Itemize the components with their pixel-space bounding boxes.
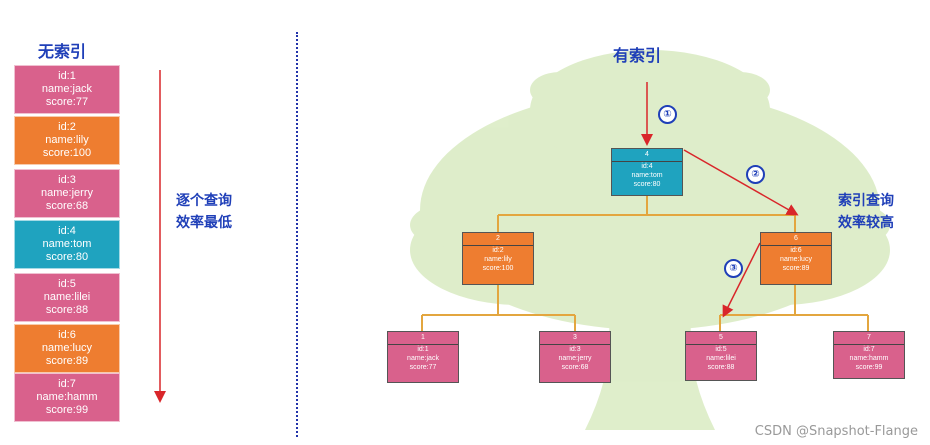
record-name: name:jerry	[41, 187, 93, 199]
node-name: name:tom	[631, 172, 663, 179]
tree-node-root: 4 id:4 name:tom score:80	[611, 148, 683, 196]
node-name: name:jack	[407, 355, 439, 362]
node-score: score:99	[855, 364, 883, 371]
search-arrow-2	[683, 149, 799, 216]
record-name: name:lilei	[43, 291, 91, 303]
node-score: score:68	[561, 364, 589, 371]
node-id: id:3	[569, 346, 581, 353]
node-key: 7	[834, 332, 904, 345]
sequential-note: 逐个查询 效率最低	[176, 190, 232, 234]
node-key: 1	[388, 332, 458, 345]
search-arrow-3	[722, 242, 761, 318]
tree-node-mid-right: 6 id:6 name:lucy score:89	[760, 232, 832, 285]
record-score: score:99	[45, 404, 89, 416]
record-name: name:hamm	[36, 391, 98, 403]
record-id: id:1	[58, 70, 76, 82]
node-name: name:lucy	[780, 256, 812, 263]
node-score: score:89	[782, 265, 810, 272]
index-note-line1: 索引查询	[838, 193, 894, 209]
node-name: name:lily	[484, 256, 512, 263]
node-key: 5	[686, 332, 756, 345]
record-score: score:80	[45, 251, 89, 263]
tree-node-leaf-1: 1 id:1 name:jack score:77	[387, 331, 459, 383]
record-id: id:4	[58, 225, 76, 237]
node-name: name:hamm	[849, 355, 889, 362]
record-score: score:88	[45, 304, 89, 316]
node-key: 2	[463, 233, 533, 246]
tree-node-leaf-3: 3 id:3 name:jerry score:68	[539, 331, 611, 383]
node-score: score:88	[707, 364, 735, 371]
node-id: id:4	[641, 163, 653, 170]
record-score: score:77	[45, 96, 89, 108]
no-index-title: 无索引	[38, 42, 87, 61]
sequential-note-line2: 效率最低	[176, 215, 232, 231]
record-id: id:6	[58, 329, 76, 341]
record-score: score:68	[45, 200, 89, 212]
watermark: CSDN @Snapshot-Flange	[754, 424, 918, 439]
record-name: name:jack	[41, 83, 93, 95]
node-name: name:jerry	[558, 355, 592, 362]
node-score: score:100	[482, 265, 514, 272]
record-name: name:tom	[42, 238, 92, 250]
record-name: name:lily	[45, 134, 89, 146]
with-index-title: 有索引	[613, 46, 662, 65]
tree-node-leaf-5: 5 id:5 name:lilei score:88	[685, 331, 757, 381]
node-id: id:6	[790, 247, 802, 254]
sequential-note-line1: 逐个查询	[176, 193, 232, 209]
node-name: name:lilei	[706, 355, 736, 362]
divider	[296, 32, 298, 437]
record-id: id:7	[58, 378, 76, 390]
index-note: 索引查询 效率较高	[838, 190, 894, 234]
tree-node-mid-left: 2 id:2 name:lily score:100	[462, 232, 534, 285]
node-key: 3	[540, 332, 610, 345]
node-id: id:1	[417, 346, 429, 353]
record-score: score:89	[45, 355, 89, 367]
record-id: id:5	[58, 278, 76, 290]
step-3-marker: ③	[724, 259, 743, 278]
step-1-marker: ①	[658, 105, 677, 124]
record-score: score:100	[42, 147, 92, 159]
record-id: id:3	[58, 174, 76, 186]
tree-node-leaf-7: 7 id:7 name:hamm score:99	[833, 331, 905, 379]
node-id: id:5	[715, 346, 727, 353]
node-key: 4	[612, 149, 682, 162]
step-2-marker: ②	[746, 165, 765, 184]
node-id: id:2	[492, 247, 504, 254]
node-key: 6	[761, 233, 831, 246]
record-name: name:lucy	[41, 342, 93, 354]
node-score: score:77	[409, 364, 437, 371]
index-note-line2: 效率较高	[838, 215, 894, 231]
record-id: id:2	[58, 121, 76, 133]
node-id: id:7	[863, 346, 875, 353]
node-score: score:80	[633, 181, 661, 188]
tree-connectors	[421, 196, 869, 331]
